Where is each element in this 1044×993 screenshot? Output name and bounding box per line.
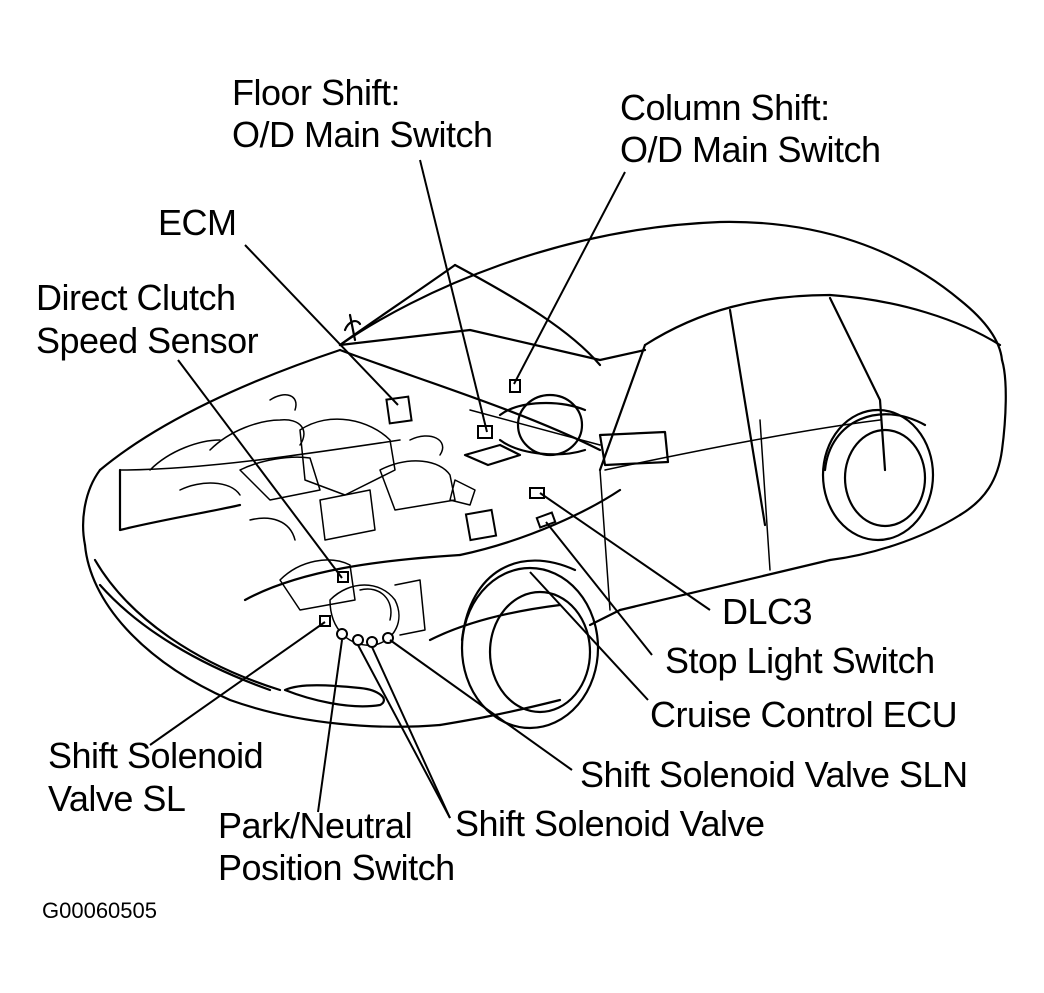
shift-solenoid-valve-label: Shift Solenoid Valve: [455, 803, 765, 844]
direct-clutch-label-line1: Direct Clutch: [36, 277, 236, 318]
shift-solenoid-1: [352, 634, 364, 646]
cruise-control-ecu-label: Cruise Control ECU: [650, 694, 958, 735]
leader-lines: [149, 159, 711, 819]
ecm-label: ECM: [158, 202, 237, 243]
leader-floor-shift: [419, 159, 488, 433]
leader-sl: [149, 621, 326, 746]
leader-sln: [389, 639, 573, 771]
leader-shift-solenoid-1: [357, 644, 451, 819]
shift-solenoid-sl-label-line1: Shift Solenoid: [48, 735, 264, 776]
leader-column-shift: [513, 171, 626, 385]
leader-ecm: [244, 244, 399, 406]
park-neutral-label-line2: Position Switch: [218, 847, 455, 888]
leader-cruise-ecu: [529, 571, 649, 701]
shift-solenoid-sl-label-line2: Valve SL: [48, 778, 186, 819]
dlc3-label: DLC3: [722, 591, 813, 632]
direct-clutch-sensor: [337, 571, 349, 583]
shift-solenoid-sln-label: Shift Solenoid Valve SLN: [580, 754, 968, 795]
column-shift-label-line1: Column Shift:: [620, 87, 830, 128]
sl-solenoid: [319, 615, 331, 627]
floor-shift-label-line1: Floor Shift:: [232, 72, 401, 113]
leader-direct-clutch: [177, 359, 343, 579]
leader-stop-light: [545, 521, 653, 656]
park-neutral-label-line1: Park/Neutral: [218, 805, 413, 846]
leader-pn-switch: [317, 639, 343, 813]
direct-clutch-label-line2: Speed Sensor: [36, 320, 259, 361]
dlc3-connector: [529, 487, 545, 499]
column-shift-label-line2: O/D Main Switch: [620, 129, 881, 170]
ecm-unit: [385, 395, 413, 425]
pn-switch: [336, 628, 348, 640]
cruise-ecu-unit: [464, 508, 498, 542]
shift-solenoid-2: [366, 636, 378, 648]
component-markers: [319, 379, 557, 648]
leader-shift-solenoid-2: [371, 646, 451, 819]
leader-dlc3: [539, 492, 711, 611]
stop-light-switch-label: Stop Light Switch: [665, 640, 935, 681]
floor-shift-label-line2: O/D Main Switch: [232, 114, 493, 155]
figure-code: G00060505: [42, 898, 157, 923]
engine-bay: [149, 394, 476, 647]
